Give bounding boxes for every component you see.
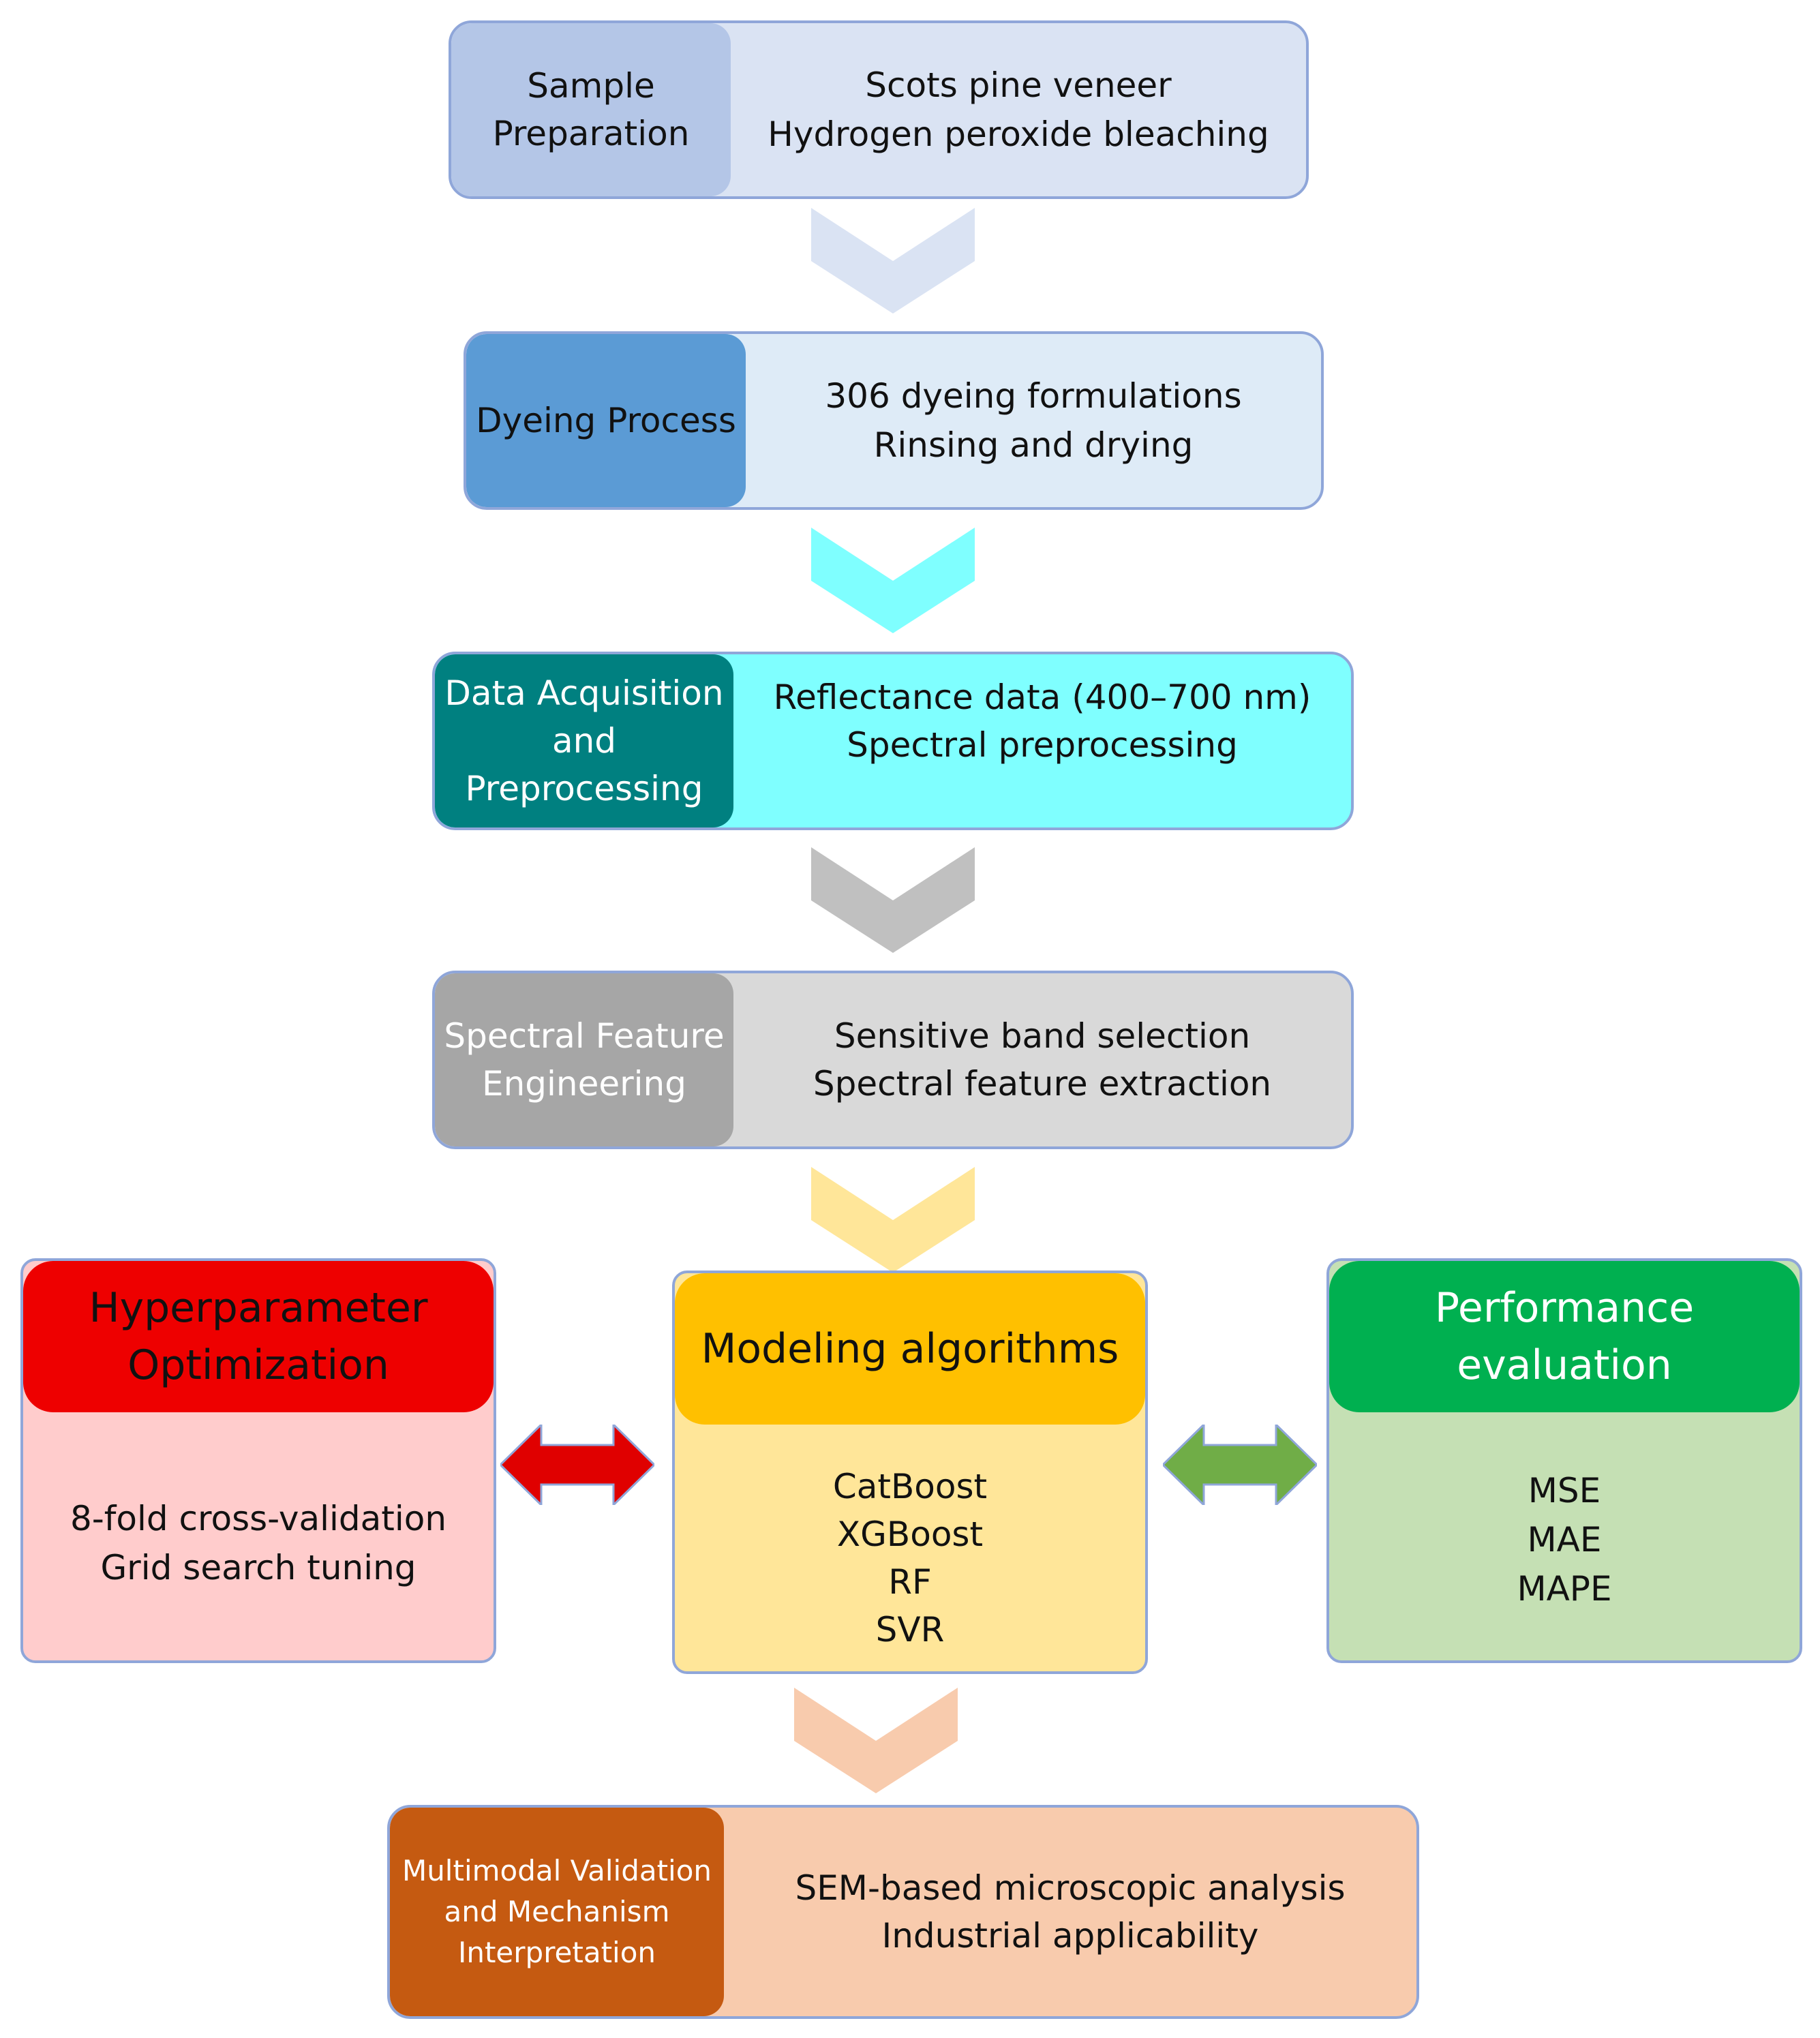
panel-items: CatBoost XGBoost RF SVR [675,1425,1145,1671]
detail-line: SEM-based microscopic analysis [795,1868,1346,1908]
detail-line: Scots pine veneer [865,65,1172,105]
item-line: MAE [1527,1520,1602,1560]
detail-line: Hydrogen peroxide bleaching [768,115,1269,154]
label-line: Sample [527,66,655,106]
stage-dyeing-process: Dyeing Process 306 dyeing formulations R… [464,331,1324,510]
item-line: 8-fold cross-validation [70,1499,447,1538]
stage-label: Sample Preparation [451,23,731,196]
panel-title: Performance evaluation [1329,1261,1800,1412]
panel-title: Modeling algorithms [675,1273,1145,1425]
panel-performance-evaluation: Performance evaluation MSE MAE MAPE [1326,1258,1802,1663]
label-line: Interpretation [457,1936,656,1969]
stage-details: 306 dyeing formulations Rinsing and dryi… [746,334,1321,507]
chevron-down-icon [794,1688,958,1793]
stage-details: SEM-based microscopic analysis Industria… [724,1808,1416,2016]
detail-line: Sensitive band selection [834,1016,1251,1056]
chevron-down-icon [811,528,975,633]
label-line: Multimodal Validation [401,1854,712,1887]
panel-items: MSE MAE MAPE [1329,1412,1800,1660]
title-line: Performance [1434,1284,1695,1332]
panel-hyperparameter-optimization: Hyperparameter Optimization 8-fold cross… [20,1258,496,1663]
stage-sample-preparation: Sample Preparation Scots pine veneer Hyd… [449,20,1309,199]
item-line: SVR [875,1610,945,1649]
double-arrow-icon [500,1425,654,1505]
label-line: and [551,721,617,761]
title-line: evaluation [1457,1341,1672,1389]
item-line: MSE [1528,1471,1601,1510]
stage-label: Data Acquisition and Preprocessing [435,654,733,827]
panel-modeling-algorithms: Modeling algorithms CatBoost XGBoost RF … [672,1271,1148,1674]
double-arrow-icon [1163,1425,1317,1505]
detail-line: Reflectance data (400–700 nm) [773,678,1311,717]
label-line: and Mechanism [444,1895,670,1928]
item-line: MAPE [1517,1569,1612,1609]
stage-label: Spectral Feature Engineering [435,973,733,1146]
chevron-down-icon [811,847,975,953]
item-line: CatBoost [832,1467,988,1506]
item-line: Grid search tuning [100,1548,416,1587]
detail-line: Industrial applicability [881,1916,1259,1956]
chevron-down-icon [811,1167,975,1273]
label-line: Data Acquisition [444,673,724,713]
stage-details: Scots pine veneer Hydrogen peroxide blea… [731,23,1306,196]
title-line: Optimization [127,1341,389,1389]
detail-line: Rinsing and drying [873,425,1194,465]
detail-line: Spectral feature extraction [813,1064,1272,1104]
item-line: RF [888,1562,932,1602]
label-line: Preprocessing [465,769,703,808]
panel-items: 8-fold cross-validation Grid search tuni… [23,1412,494,1660]
stage-data-acquisition: Data Acquisition and Preprocessing Refle… [432,652,1354,830]
title-line: Modeling algorithms [701,1325,1119,1373]
stage-label: Multimodal Validation and Mechanism Inte… [390,1808,724,2016]
item-line: XGBoost [836,1515,984,1554]
detail-line: 306 dyeing formulations [825,376,1242,416]
label-line: Spectral Feature [444,1016,725,1056]
title-line: Hyperparameter [89,1284,428,1332]
label-line: Preparation [492,114,690,153]
chevron-down-icon [811,208,975,314]
panel-title: Hyperparameter Optimization [23,1261,494,1412]
stage-spectral-feature-engineering: Spectral Feature Engineering Sensitive b… [432,971,1354,1149]
stage-details: Sensitive band selection Spectral featur… [733,973,1351,1146]
label-line: Engineering [481,1064,686,1104]
detail-line: Spectral preprocessing [847,725,1238,765]
label-line: Dyeing Process [476,401,736,440]
stage-label: Dyeing Process [466,334,746,507]
stage-multimodal-validation: Multimodal Validation and Mechanism Inte… [387,1805,1419,2019]
stage-details: Reflectance data (400–700 nm) Spectral p… [733,654,1351,827]
